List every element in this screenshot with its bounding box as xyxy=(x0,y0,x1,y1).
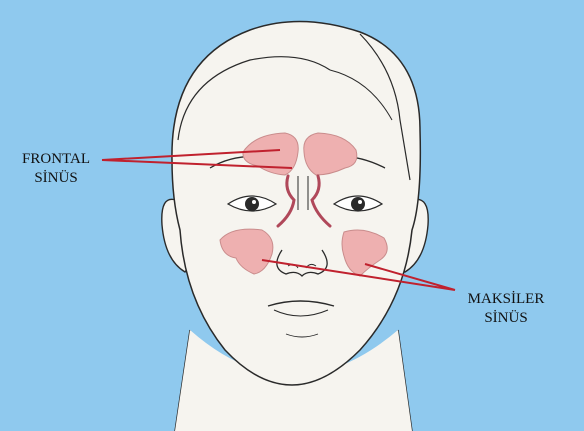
maksiler-label-line1: MAKSİLER xyxy=(456,290,556,309)
maxillary-sinus-label: MAKSİLER SİNÜS xyxy=(456,290,556,328)
frontal-sinus-label: FRONTAL SİNÜS xyxy=(6,150,106,188)
left-eye-highlight xyxy=(252,200,256,204)
left-pupil xyxy=(245,197,259,211)
right-eye-highlight xyxy=(358,200,362,204)
frontal-label-line2: SİNÜS xyxy=(6,169,106,188)
head-outline xyxy=(172,21,420,385)
right-pupil xyxy=(351,197,365,211)
maksiler-label-line2: SİNÜS xyxy=(456,309,556,328)
frontal-label-line1: FRONTAL xyxy=(6,150,106,169)
